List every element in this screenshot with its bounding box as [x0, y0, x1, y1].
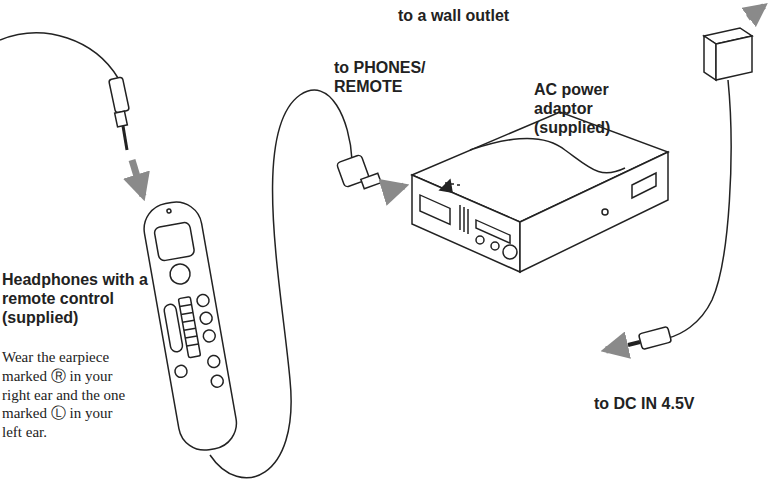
usage-note: Wear the earpiece marked Ⓡ in your right… — [2, 348, 130, 442]
remote-cable — [210, 90, 352, 478]
insert-arrow — [384, 186, 404, 192]
headphone-plug — [109, 77, 130, 150]
connection-label: to DC IN 4.5V — [594, 394, 764, 413]
connection-label: to PHONES/ REMOTE — [334, 58, 444, 96]
headphone-cable — [0, 33, 118, 78]
part-name: AC power adaptor (supplied) — [534, 80, 664, 138]
connection-label: to a wall outlet — [398, 6, 598, 25]
part-name: Headphones with a remote control (suppli… — [2, 270, 152, 328]
outlet-arrow — [748, 6, 764, 18]
adaptor-cord — [668, 80, 731, 338]
insert-arrow — [606, 346, 624, 350]
remote-control — [140, 198, 241, 454]
dc-plug — [628, 326, 672, 349]
ac-power-adaptor — [704, 28, 752, 80]
remote-plug — [336, 154, 381, 188]
insert-arrow — [132, 160, 143, 196]
